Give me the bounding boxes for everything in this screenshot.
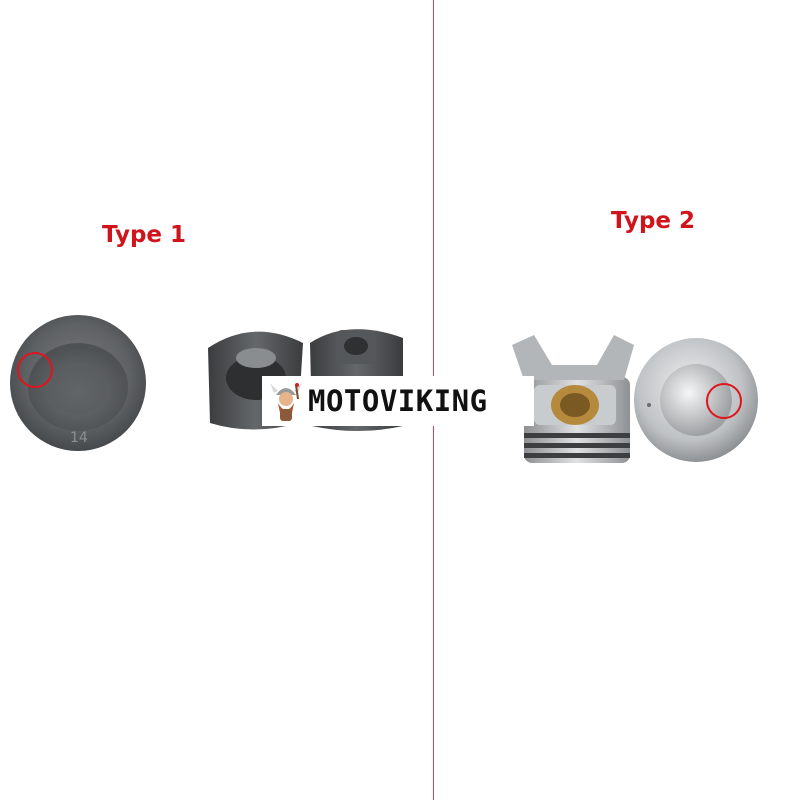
type2-piston-top-view (634, 338, 758, 462)
motoviking-wordmark: MOTOVIKING (308, 384, 488, 418)
type2-piston-side-view (512, 335, 634, 463)
type-2-label: Type 2 (611, 208, 696, 234)
type-1-label: Type 1 (102, 222, 187, 248)
type1-piston-top-view: 14 (10, 315, 146, 451)
motoviking-logo-banner: MOTOVIKING (262, 376, 534, 426)
svg-text:14: 14 (70, 430, 88, 446)
viking-mascot-icon (270, 383, 302, 421)
